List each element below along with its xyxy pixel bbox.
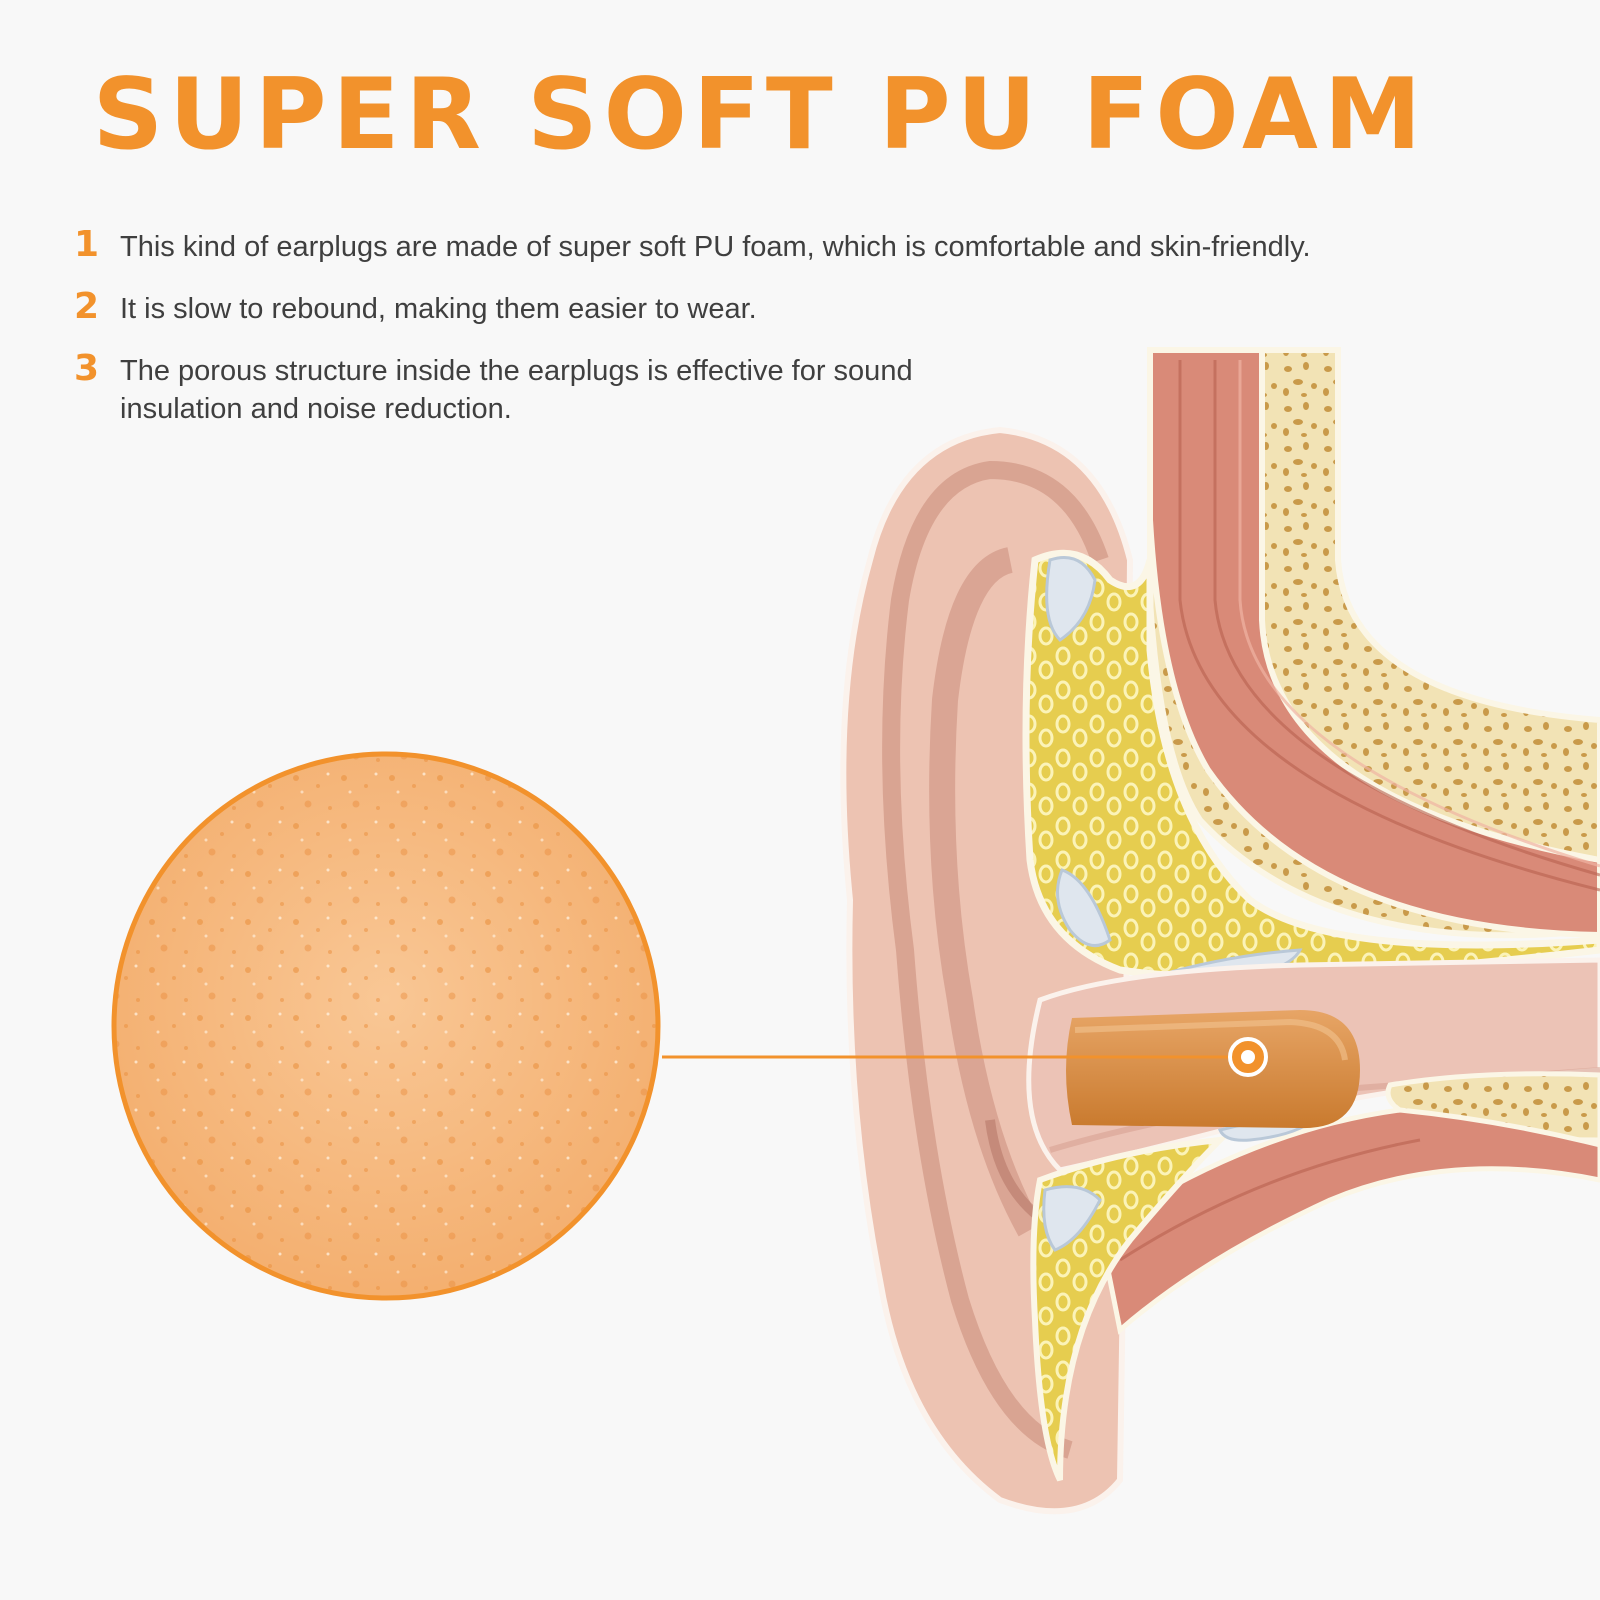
feature-item-3: 3 The porous structure inside the earplu… [74,348,1554,428]
callout-connector [662,1037,1268,1077]
feature-number-3: 3 [74,348,100,389]
foam-earplug [1066,1010,1360,1129]
feature-number-2: 2 [74,286,100,327]
foam-closeup-magnifier [111,751,661,1301]
feature-text-2: It is slow to rebound, making them easie… [120,293,757,325]
muscle-upper [1147,347,1600,939]
feature-list: 1 This kind of earplugs are made of supe… [74,224,1554,452]
feature-item-2: 2 It is slow to rebound, making them eas… [74,286,1554,328]
feature-text-1: This kind of earplugs are made of super … [120,231,1311,263]
page-title: SUPER SOFT PU FOAM [92,58,1428,172]
feature-item-1: 1 This kind of earplugs are made of supe… [74,224,1554,266]
feature-text-3: The porous structure inside the earplugs… [120,355,913,425]
muscle-lower [1097,1107,1600,1335]
feature-number-1: 1 [74,224,100,265]
